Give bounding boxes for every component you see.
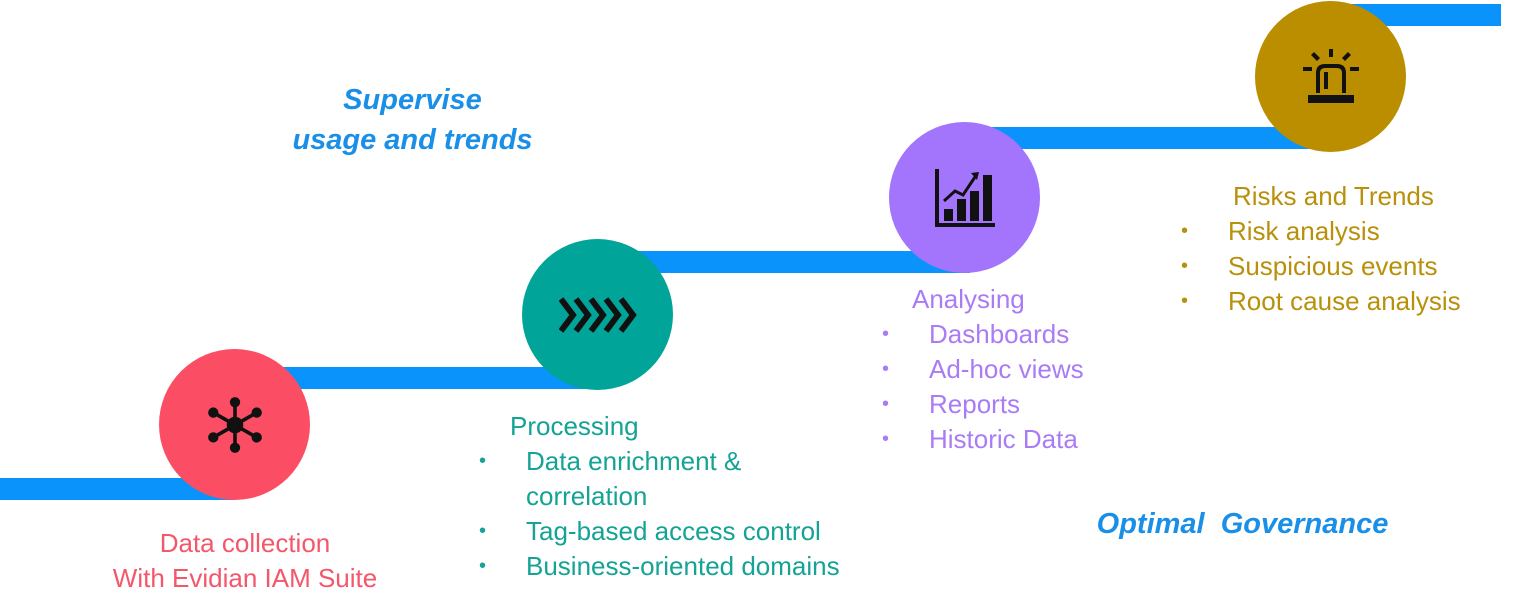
stage-1-circle <box>159 349 310 500</box>
bar-chart-trend-icon <box>934 168 995 227</box>
stage-2-bullet-list: Data enrichment & correlation Tag-based … <box>479 444 859 584</box>
stage-4-bullet-list: Risk analysis Suspicious events Root cau… <box>1181 214 1501 319</box>
list-item: Risk analysis <box>1181 214 1501 249</box>
tagline-optimal-governance: Optimal Governance <box>1096 508 1389 540</box>
list-item: Dashboards <box>882 317 1162 352</box>
stage-3-title: Analysing <box>912 284 1025 314</box>
list-item: Ad-hoc views <box>882 352 1162 387</box>
list-item: Data enrichment & correlation <box>479 444 806 514</box>
stage-3-bullet-list: Dashboards Ad-hoc views Reports Historic… <box>882 317 1162 457</box>
stage-3-circle <box>889 122 1040 273</box>
stair-segment-1 <box>0 478 235 500</box>
tagline-supervise-line-2: usage and trends <box>292 124 533 156</box>
tagline-supervise-line-1: Supervise <box>343 84 482 116</box>
stage-2-title: Processing <box>510 411 639 441</box>
list-item: Reports <box>882 387 1162 422</box>
stage-4-circle <box>1255 1 1406 152</box>
network-hub-icon <box>207 396 262 453</box>
chevrons-forward-icon <box>558 296 637 333</box>
list-item: Tag-based access control <box>479 514 859 549</box>
stage-4-title: Risks and Trends <box>1233 181 1434 211</box>
list-item: Business-oriented domains <box>479 549 859 584</box>
stair-segment-4 <box>985 127 1330 149</box>
stair-segment-2 <box>265 367 600 389</box>
list-item: Suspicious events <box>1181 249 1501 284</box>
stage-2-circle <box>522 239 673 390</box>
stage-1-title-line-1: Data collection <box>159 528 331 558</box>
list-item: Root cause analysis <box>1181 284 1501 319</box>
alarm-siren-icon <box>1302 48 1359 103</box>
list-item: Historic Data <box>882 422 1162 457</box>
stage-1-title-line-2: With Evidian IAM Suite <box>112 563 378 593</box>
stage-1-title: Data collection With Evidian IAM Suite <box>70 526 420 596</box>
stair-segment-3 <box>625 251 970 273</box>
tagline-supervise: Supervise usage and trends <box>240 80 585 160</box>
